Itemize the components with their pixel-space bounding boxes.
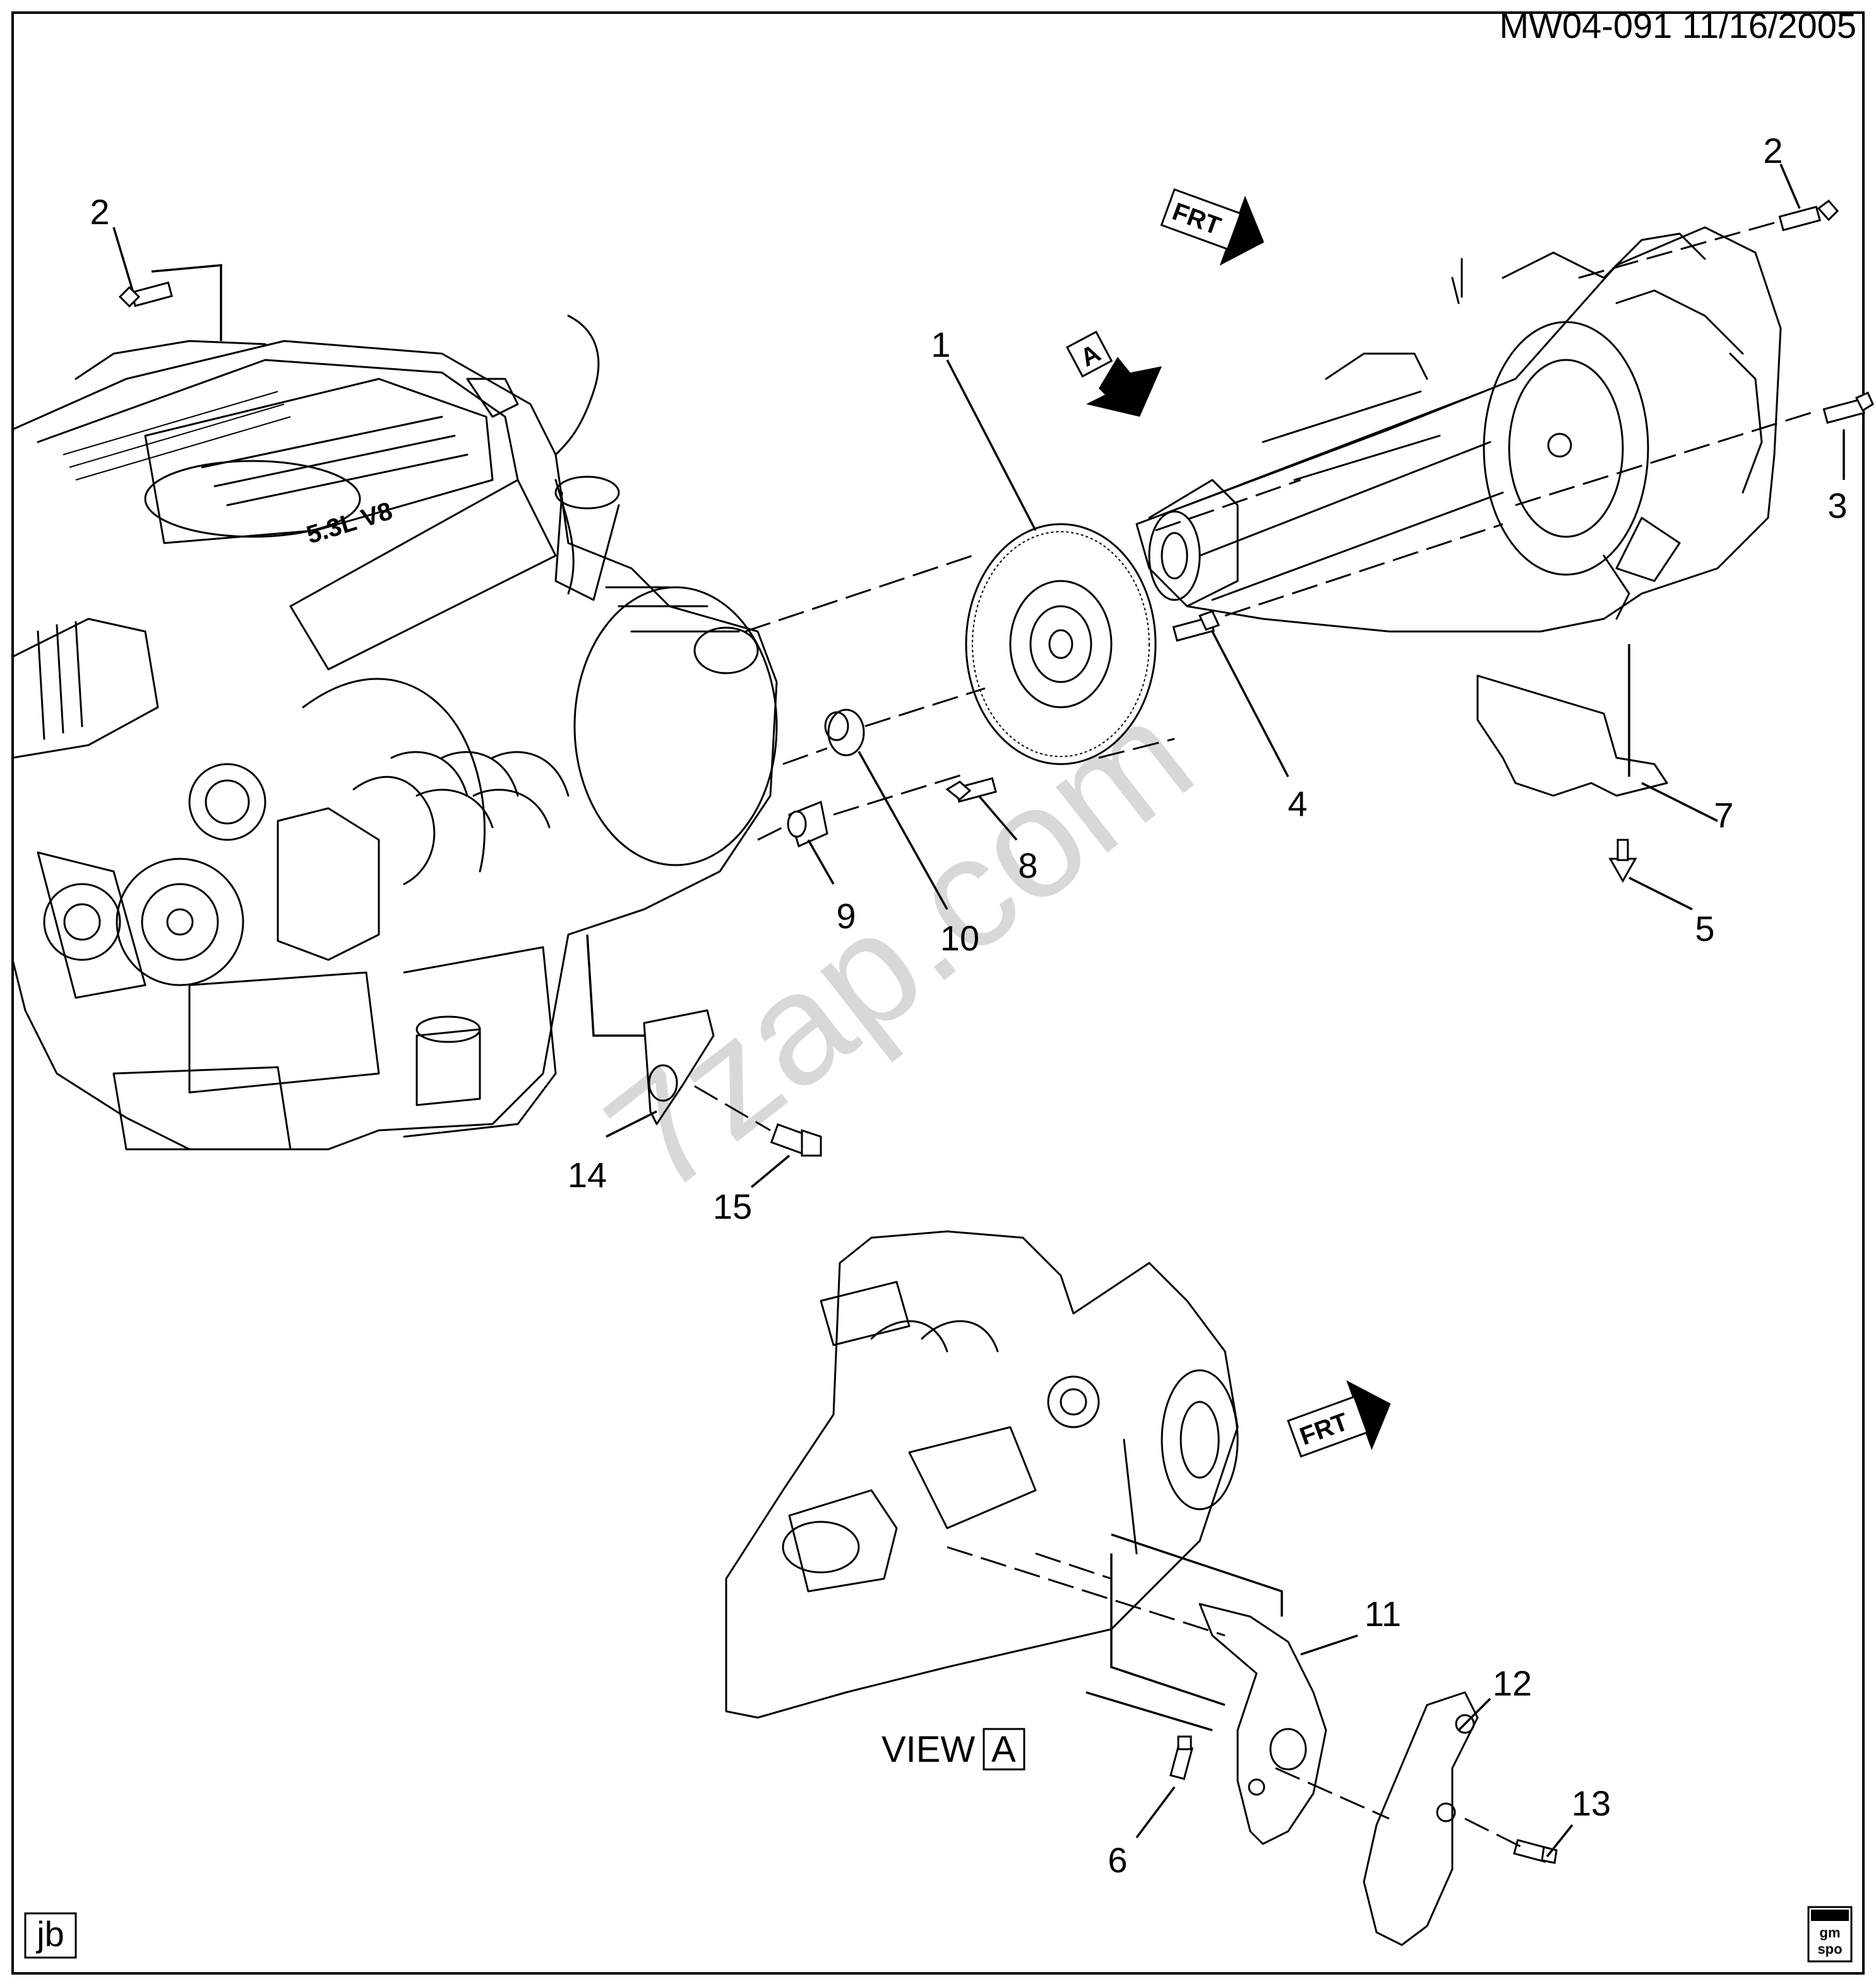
svg-text:gm: gm bbox=[1820, 1925, 1841, 1941]
callout-14: 14 bbox=[568, 1155, 607, 1195]
leader-lines bbox=[112, 164, 1845, 1858]
part-bracket-14 bbox=[643, 1009, 715, 1125]
callout-15: 15 bbox=[713, 1187, 752, 1226]
part-bolt-3 bbox=[1822, 392, 1874, 424]
callout-11: 11 bbox=[1365, 1594, 1401, 1634]
part-bolt-4 bbox=[1172, 610, 1221, 642]
part-bolt-15 bbox=[770, 1123, 822, 1157]
callout-labels: 1 2 2 3 4 5 6 7 8 9 10 11 12 13 14 15 bbox=[90, 131, 1847, 1880]
frame-border bbox=[11, 11, 1865, 1975]
transmission-assembly bbox=[1135, 226, 1782, 633]
callout-13: 13 bbox=[1572, 1783, 1611, 1823]
callout-6: 6 bbox=[1108, 1840, 1127, 1880]
part-mount-12 bbox=[1363, 1691, 1479, 1946]
callout-2-left: 2 bbox=[90, 192, 109, 232]
view-a-arrow: A bbox=[1065, 330, 1162, 417]
callout-3: 3 bbox=[1827, 486, 1847, 525]
flexplate bbox=[965, 523, 1157, 765]
engine-cover-label: 5.3L V8 bbox=[303, 497, 395, 549]
callout-5: 5 bbox=[1695, 909, 1714, 948]
callout-1: 1 bbox=[931, 325, 950, 364]
engine-assembly: 5.3L V8 bbox=[11, 314, 778, 1151]
svg-text:VIEW: VIEW bbox=[881, 1729, 975, 1770]
callout-12: 12 bbox=[1493, 1663, 1532, 1703]
part-bolt-6 bbox=[1169, 1735, 1193, 1780]
callout-4: 4 bbox=[1288, 784, 1307, 823]
part-seal-10 bbox=[824, 709, 865, 757]
svg-text:spo: spo bbox=[1817, 1941, 1842, 1957]
part-push-pin-5 bbox=[1608, 839, 1637, 883]
callout-9: 9 bbox=[836, 896, 856, 936]
front-arrow-upper: FRT bbox=[1160, 188, 1264, 266]
watermark: 7zap.com bbox=[575, 666, 1223, 1226]
callout-10: 10 bbox=[940, 918, 979, 958]
view-a-label: VIEW A bbox=[881, 1728, 1025, 1771]
drawing-code: MW04-091 11/16/2005 bbox=[1499, 6, 1856, 45]
part-cover-7 bbox=[1476, 674, 1668, 797]
part-bolt-2-left bbox=[118, 281, 173, 308]
callout-8: 8 bbox=[1018, 846, 1037, 885]
part-bushing-9 bbox=[787, 800, 828, 848]
gm-spo-logo: gm spo bbox=[1807, 1906, 1853, 1963]
svg-text:5.3L V8: 5.3L V8 bbox=[303, 497, 395, 549]
engine-view-a bbox=[725, 1230, 1239, 1719]
callout-7: 7 bbox=[1714, 795, 1733, 835]
alignment-lines bbox=[151, 220, 1819, 1851]
front-arrow-lower: FRT bbox=[1287, 1380, 1391, 1458]
svg-text:A: A bbox=[991, 1729, 1016, 1770]
part-bolt-2-right bbox=[1778, 199, 1839, 232]
part-bracket-11 bbox=[1198, 1603, 1327, 1845]
callout-2-right: 2 bbox=[1763, 131, 1783, 170]
corner-tag: jb bbox=[24, 1912, 77, 1959]
part-bolt-8 bbox=[945, 777, 997, 803]
svg-text:jb: jb bbox=[35, 1914, 64, 1954]
